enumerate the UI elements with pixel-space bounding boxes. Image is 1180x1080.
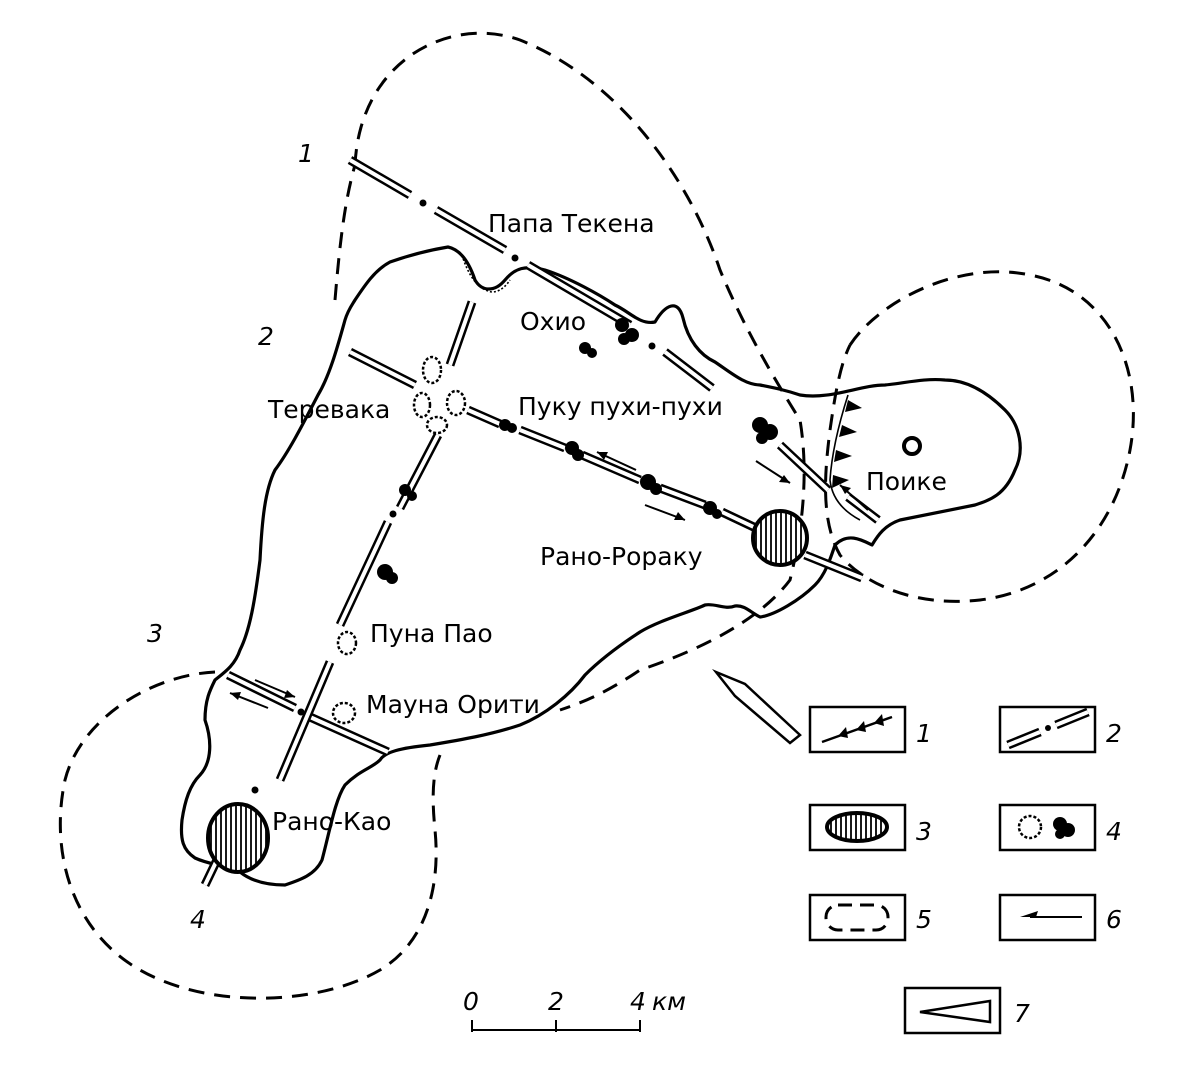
rano-kao-crater [206, 802, 270, 874]
legend-item-2: 2 [998, 705, 1122, 754]
label-poike: Поике [866, 467, 947, 496]
legend-item-6: 6 [998, 893, 1122, 942]
scale-unit: км [652, 987, 686, 1016]
papa-tekena-scarp [461, 254, 511, 293]
legend-item-4: 4 [998, 803, 1122, 852]
legend-key-2: 2 [1106, 719, 1122, 748]
legend-item-7: 7 [903, 986, 1030, 1035]
rift-number-1: 1 [298, 139, 314, 168]
label-rano-kao: Рано-Као [272, 807, 391, 836]
poike-scarp [829, 394, 861, 521]
legend-item-3: 3 [808, 803, 932, 852]
displacement-arrows [229, 451, 869, 709]
rift-number-4: 4 [190, 905, 206, 934]
legend-key-1: 1 [916, 719, 932, 748]
legend-item-5: 5 [808, 893, 932, 942]
rift-number-3: 3 [147, 619, 163, 648]
legend-key-6: 6 [1106, 905, 1122, 934]
poike-summit-crater [902, 436, 922, 456]
rift-number-2: 2 [258, 322, 274, 351]
compression-arrow [712, 669, 802, 745]
label-terevaka: Теревака [267, 395, 390, 424]
label-rano-roraku: Рано-Рораку [540, 542, 703, 571]
stippled-cones [331, 355, 467, 725]
rano-roraku-crater [751, 509, 809, 567]
island-coastline [179, 245, 1022, 887]
rift-zone-1 [347, 156, 881, 524]
poike-scarp-teeth [832, 400, 862, 488]
legend: 1 2 3 4 5 [808, 705, 1122, 1035]
label-mauna-oriti: Мауна Орити [366, 690, 540, 719]
label-puku-puhi: Пуку пухи-пухи [518, 392, 723, 421]
label-puna-pao: Пуна Пао [370, 619, 493, 648]
rano-kao-zone-outline [58, 670, 442, 1000]
scale-tick-4: 4 [630, 987, 646, 1016]
cinder-cones [377, 318, 778, 584]
scale-tick-0: 0 [463, 987, 479, 1016]
legend-key-5: 5 [916, 905, 932, 934]
scale-tick-2: 2 [548, 987, 564, 1016]
legend-key-7: 7 [1014, 999, 1030, 1028]
legend-key-4: 4 [1106, 817, 1122, 846]
label-papa-tekena: Папа Текена [488, 209, 655, 238]
rift-zone-2 [347, 347, 864, 583]
terevaka-zone-outline [333, 31, 806, 712]
label-ohio: Охио [520, 307, 586, 336]
legend-item-1: 1 [808, 705, 932, 754]
scale-bar: 0 2 4 км [463, 987, 686, 1032]
poike-zone-outline [824, 270, 1135, 603]
legend-key-3: 3 [916, 817, 932, 846]
rift-zone-3 [226, 670, 390, 757]
